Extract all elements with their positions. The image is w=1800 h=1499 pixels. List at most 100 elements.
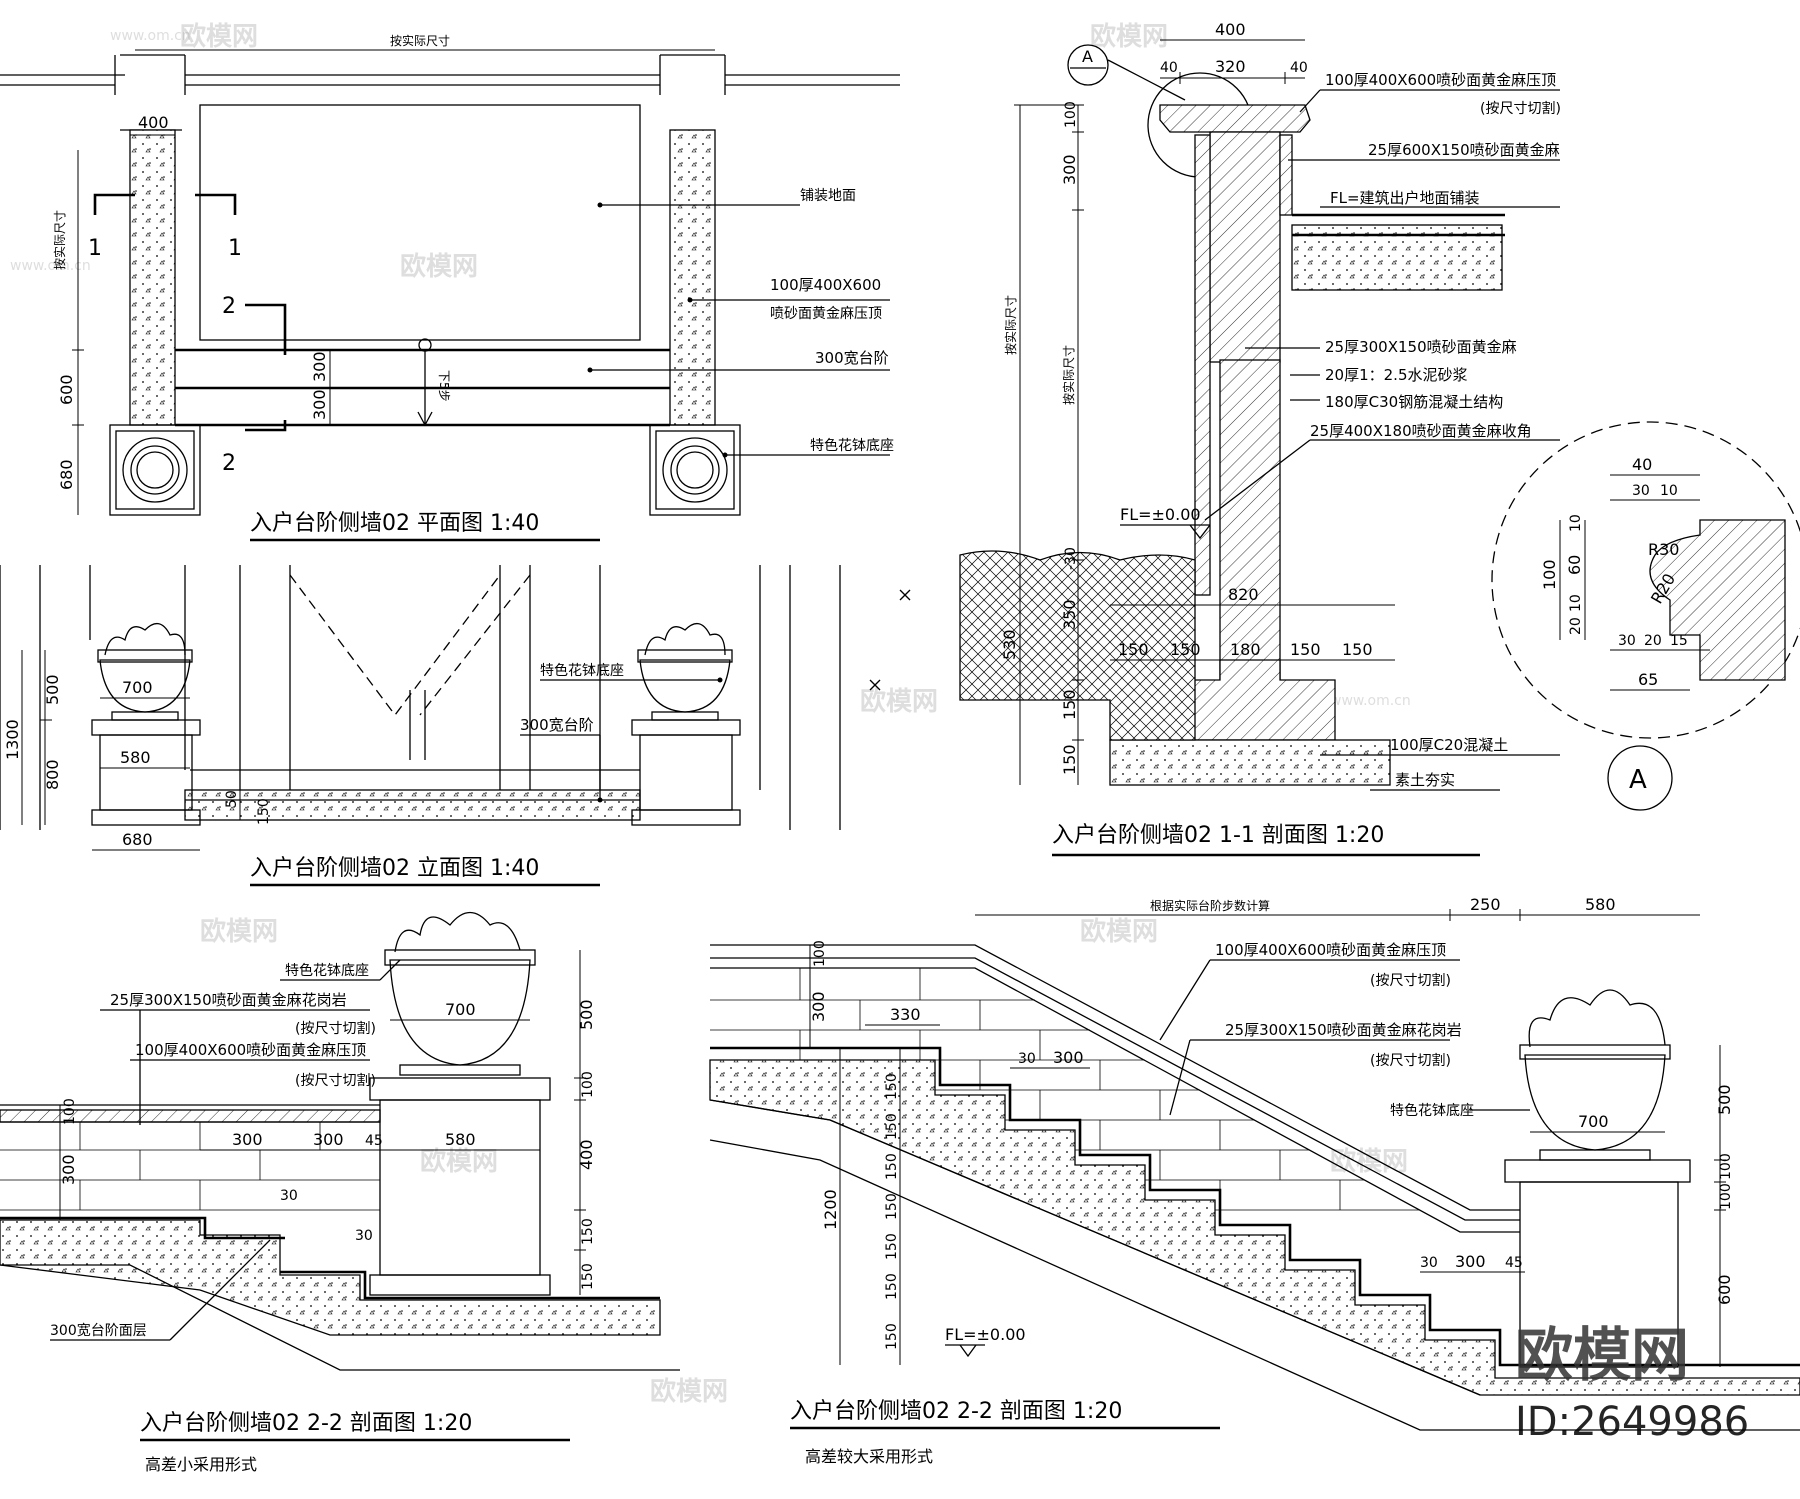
watermark-brand: 欧模网 bbox=[180, 21, 258, 52]
elev-dim-1300: 1300 bbox=[3, 719, 22, 760]
detailA-dim-30: 30 bbox=[1632, 483, 1650, 499]
detailA-dim-15: 15 bbox=[1670, 633, 1688, 649]
detailA-dim-30b: 30 bbox=[1618, 633, 1636, 649]
plan-dim-400: 400 bbox=[138, 113, 169, 132]
s22s-label-cap: 100厚400X600喷砂面黄金麻压顶 bbox=[135, 1041, 366, 1059]
s22s-subtitle: 高差小采用形式 bbox=[145, 1455, 257, 1474]
section11-dim-40a: 40 bbox=[1160, 60, 1178, 76]
plan-label-paving: 铺装地面 bbox=[800, 188, 856, 204]
detailA-dim-h10a: 10 bbox=[1568, 514, 1584, 532]
elev-dim-500: 500 bbox=[43, 674, 62, 705]
watermark-brand: 欧模网 bbox=[1330, 1146, 1408, 1177]
elevation-view: 1300 500 800 700 580 680 50 150 特色花钵底座 3… bbox=[0, 565, 911, 887]
s22l-dim-h500: 500 bbox=[1715, 1084, 1734, 1115]
section11-label-corner: 25厚400X180喷砂面黄金麻收角 bbox=[1310, 422, 1532, 440]
elev-dim-580: 580 bbox=[120, 748, 151, 767]
s22s-dim-400: 400 bbox=[577, 1139, 596, 1170]
section11-label-cap-note: (按尺寸切割) bbox=[1480, 100, 1561, 117]
section11-marker: A bbox=[1082, 47, 1093, 66]
section11-title: 入户台阶侧墙02 1-1 剖面图 1:20 bbox=[1052, 823, 1384, 848]
s22l-dim-h100: 100 bbox=[812, 940, 828, 967]
section11-label-fl-top: FL=建筑出户地面铺装 bbox=[1330, 189, 1480, 207]
plan-top-dim-label: 按实际尺寸 bbox=[390, 33, 450, 48]
s22l-dim-h150: 150 bbox=[884, 1113, 900, 1140]
s22s-label-step-layer: 300宽台阶面层 bbox=[50, 1322, 147, 1339]
section11-label-rc: 180厚C30钢筋混凝土结构 bbox=[1325, 393, 1503, 411]
section11-dim-h530: 530 bbox=[1000, 629, 1019, 660]
elev-dim-680: 680 bbox=[122, 830, 153, 849]
s22s-dim-100b: 100 bbox=[580, 1071, 596, 1098]
detailA-label: A bbox=[1629, 765, 1647, 795]
detailA-dim-h100: 100 bbox=[1540, 559, 1559, 590]
s22s-dim-700: 700 bbox=[445, 1000, 476, 1019]
section11-label-conc: 100厚C20混凝土 bbox=[1390, 736, 1508, 754]
section11-dim-40b: 40 bbox=[1290, 60, 1308, 76]
s22l-dim-h150: 150 bbox=[884, 1233, 900, 1260]
s22l-dim-h150: 150 bbox=[884, 1153, 900, 1180]
detailA-dim-65: 65 bbox=[1638, 670, 1658, 689]
elev-label-step: 300宽台阶 bbox=[520, 716, 594, 734]
s22l-dim-30a: 30 bbox=[1018, 1051, 1036, 1067]
s22s-dim-580: 580 bbox=[445, 1130, 476, 1149]
elev-dim-50: 50 bbox=[224, 790, 240, 808]
s22s-dim-45: 45 bbox=[365, 1133, 383, 1149]
plan-label-base: 特色花钵底座 bbox=[810, 437, 894, 454]
s22l-dim-250: 250 bbox=[1470, 895, 1501, 914]
plan-dim-680: 680 bbox=[57, 459, 76, 490]
plan-arrow-label: 下5步 bbox=[437, 370, 451, 402]
s22l-dim-700: 700 bbox=[1578, 1112, 1609, 1131]
s22s-dim-100: 100 bbox=[62, 1098, 78, 1125]
watermark-brand-large: 欧模网 bbox=[1515, 1321, 1689, 1389]
detailA-dim-h60: 60 bbox=[1565, 555, 1584, 575]
section11-label-mortar: 20厚1：2.5水泥砂浆 bbox=[1325, 366, 1468, 384]
plan-dim-600: 600 bbox=[57, 374, 76, 405]
s22l-dim-h100b: 100 bbox=[1718, 1153, 1734, 1180]
section11-dim-h300: 300 bbox=[1060, 154, 1079, 185]
section11-label-soil: 素土夯实 bbox=[1395, 771, 1455, 789]
plan-label-step: 300宽台阶 bbox=[815, 349, 889, 367]
elev-dim-800: 800 bbox=[43, 759, 62, 790]
s22l-label-veneer: 25厚300X150喷砂面黄金麻花岗岩 bbox=[1225, 1021, 1462, 1039]
watermark-brand: 欧模网 bbox=[860, 686, 938, 717]
plan-section-mark-1: 1 bbox=[88, 236, 102, 261]
s22s-label-base: 特色花钵底座 bbox=[285, 962, 369, 979]
s22l-dim-30b: 30 bbox=[1420, 1255, 1438, 1271]
section11-dim-820: 820 bbox=[1228, 585, 1259, 604]
section11-dim-h100: 100 bbox=[1063, 101, 1079, 128]
watermark-brand: 欧模网 bbox=[420, 1146, 498, 1177]
plan-side-dim-label: 按实际尺寸 bbox=[52, 210, 67, 270]
s22l-dim-h150: 150 bbox=[884, 1193, 900, 1220]
watermark-brand: 欧模网 bbox=[200, 916, 278, 947]
plan-view: 按实际尺寸 400 按实际尺寸 600 680 300 300 1 1 2 2 … bbox=[0, 33, 900, 542]
section11-dim-400: 400 bbox=[1215, 20, 1246, 39]
section11-label-veneer2: 25厚300X150喷砂面黄金麻 bbox=[1325, 338, 1517, 356]
s22s-dim-150a: 150 bbox=[580, 1218, 596, 1245]
s22l-top-label: 根据实际台阶步数计算 bbox=[1150, 898, 1270, 913]
s22s-label-veneer: 25厚300X150喷砂面黄金麻花岗岩 bbox=[110, 991, 347, 1009]
plan-title: 入户台阶侧墙02 平面图 1:40 bbox=[250, 511, 539, 536]
s22s-dim-30a: 30 bbox=[280, 1188, 298, 1204]
section11-dim-h350: 350 bbox=[1060, 599, 1079, 630]
section11-label-veneer: 25厚600X150喷砂面黄金麻 bbox=[1368, 141, 1560, 159]
s22l-label-veneer-note: (按尺寸切割) bbox=[1370, 1052, 1451, 1069]
detailA-dim-40: 40 bbox=[1632, 455, 1652, 474]
section-2-2-large: 根据实际台阶步数计算 250 580 100 300 330 30 300 12… bbox=[709, 895, 1800, 1466]
watermark-brand: 欧模网 bbox=[400, 251, 478, 282]
watermark-url: www.om.cn bbox=[110, 28, 191, 44]
detailA-dim-10: 10 bbox=[1660, 483, 1678, 499]
s22l-dim-h100c: 100 bbox=[1718, 1183, 1734, 1210]
s22s-dim-30b: 30 bbox=[355, 1228, 373, 1244]
s22l-label-cap-note: (按尺寸切割) bbox=[1370, 972, 1451, 989]
section11-dim-fl-neg: -30 bbox=[1063, 547, 1079, 570]
section11-label-cap: 100厚400X600喷砂面黄金麻压顶 bbox=[1325, 71, 1556, 89]
elev-dim-700: 700 bbox=[122, 678, 153, 697]
s22l-dim-h300: 300 bbox=[809, 991, 828, 1022]
section11-dim-150b: 150 bbox=[1170, 640, 1201, 659]
s22l-label-cap: 100厚400X600喷砂面黄金麻压顶 bbox=[1215, 941, 1446, 959]
watermark-brand: 欧模网 bbox=[650, 1376, 728, 1407]
section11-dim-180: 180 bbox=[1230, 640, 1261, 659]
detailA-r30: R30 bbox=[1648, 540, 1679, 559]
detailA-dim-h20: 20 bbox=[1568, 617, 1584, 635]
section11-dim-150a: 150 bbox=[1118, 640, 1149, 659]
section11-dim-150c: 150 bbox=[1290, 640, 1321, 659]
